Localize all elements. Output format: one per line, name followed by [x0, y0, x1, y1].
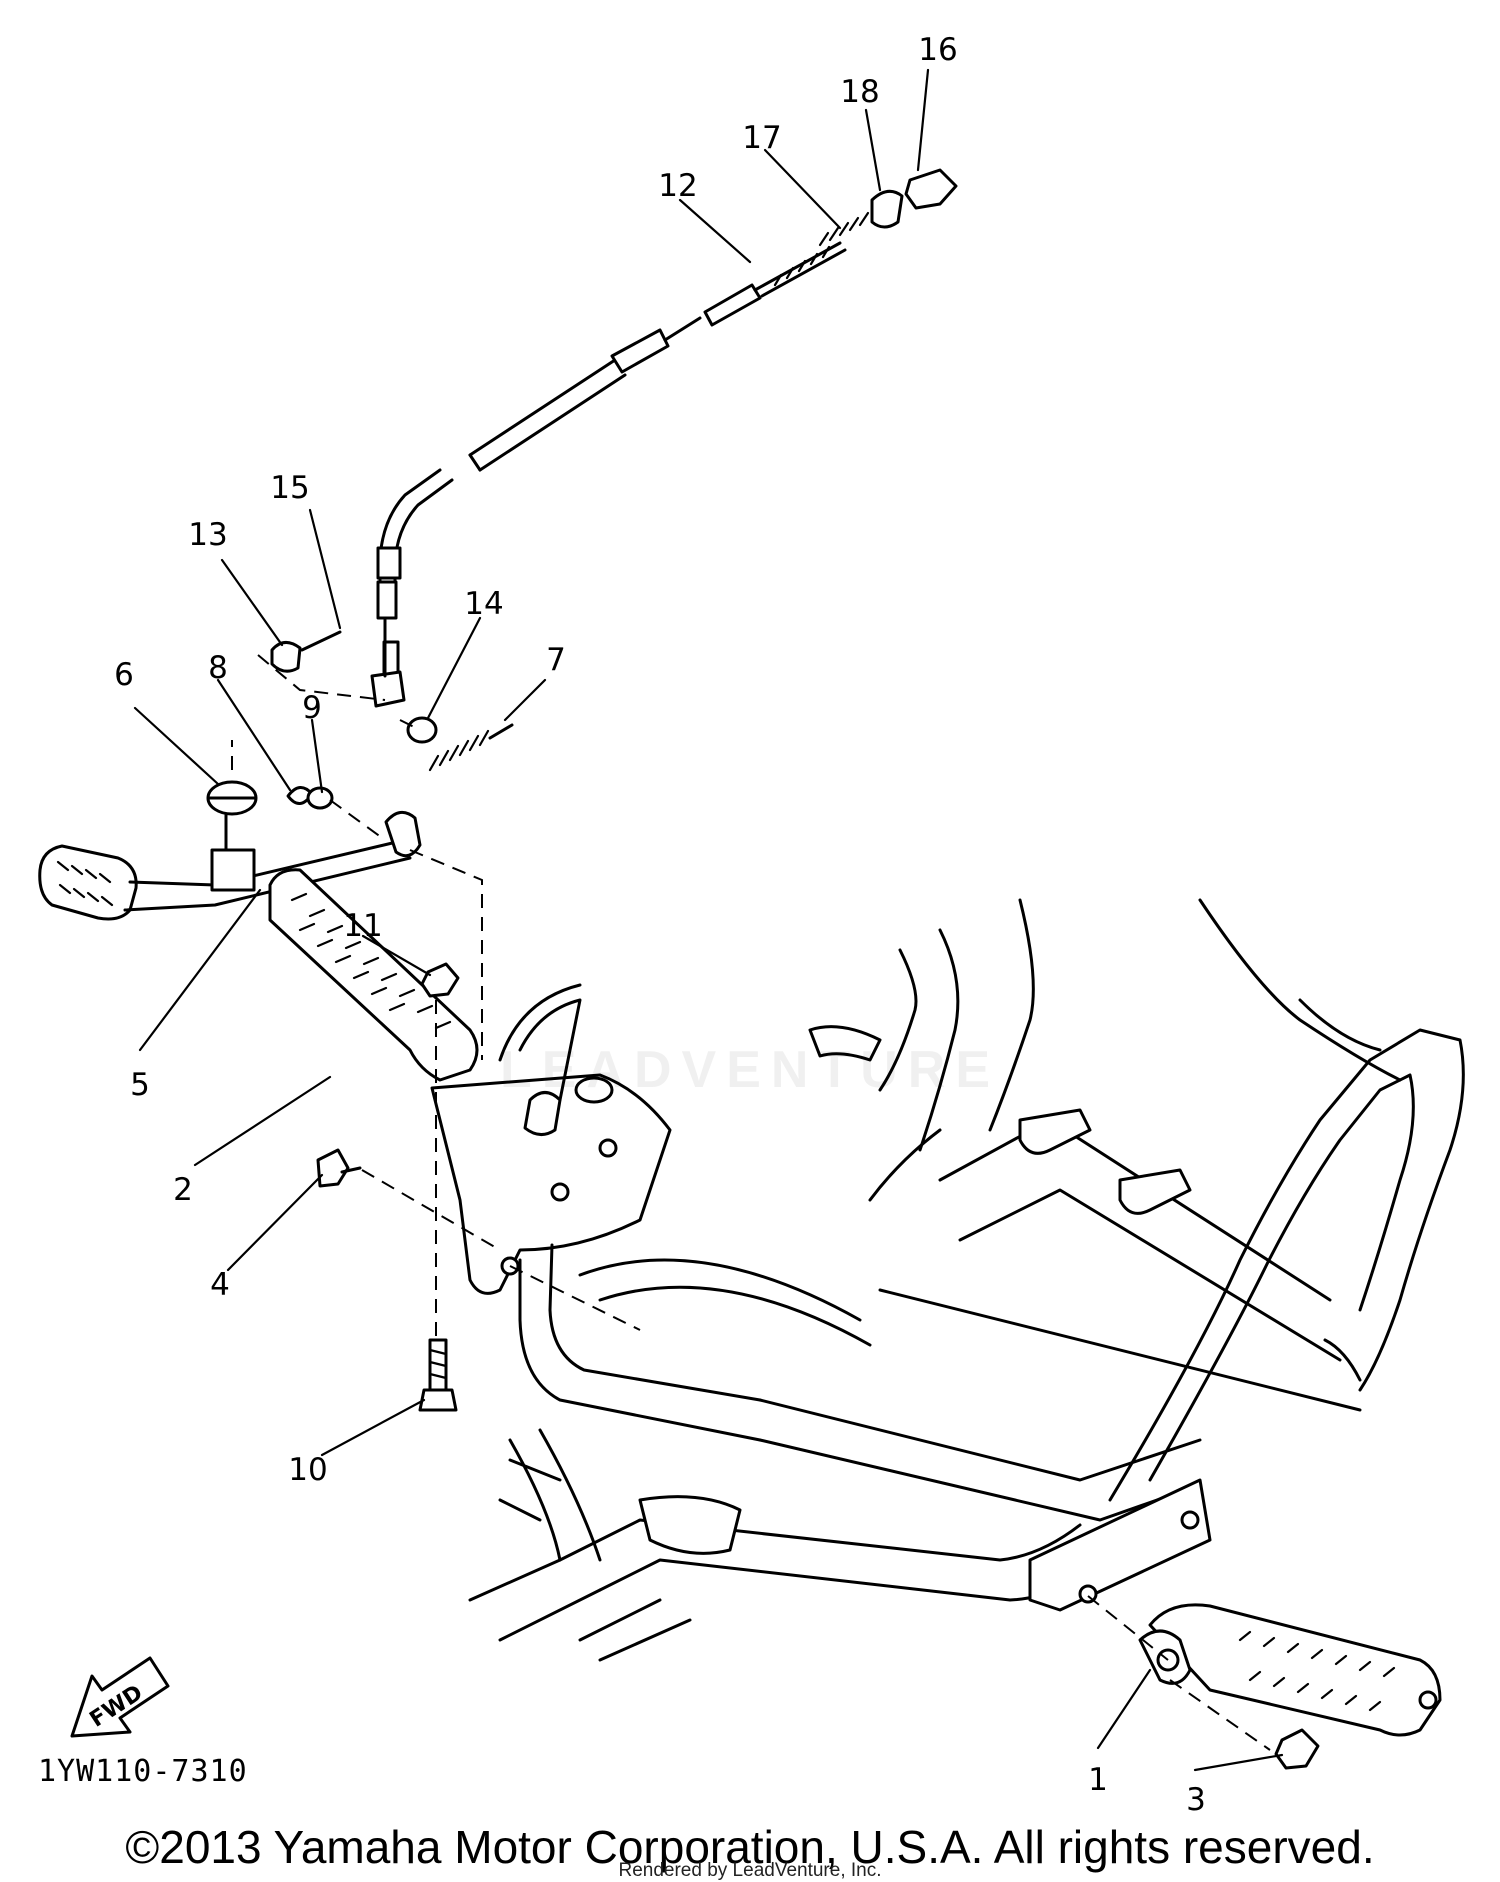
assembly-lines [231, 654, 1271, 1751]
diagram-code: 1YW110-7310 [38, 1754, 248, 1789]
callout-4: 4 [210, 1267, 230, 1303]
callout-7: 7 [546, 642, 566, 678]
callout-15: 15 [270, 470, 309, 506]
callout-13: 13 [188, 517, 227, 553]
footrest-1 [1138, 1603, 1442, 1737]
callout-11: 11 [343, 908, 382, 944]
brake-pedal [38, 798, 422, 921]
copyright-notice: ©2013 Yamaha Motor Corporation, U.S.A. A… [125, 1821, 1375, 1873]
callout-17: 17 [742, 120, 781, 156]
callout-3: 3 [1186, 1782, 1206, 1818]
frame [468, 898, 1465, 1662]
joint-13 [270, 641, 302, 673]
callout-2: 2 [173, 1172, 193, 1208]
watermark: LEADVENTURE [499, 1041, 1001, 1099]
callout-18: 18 [840, 74, 879, 110]
pin-15 [300, 630, 342, 652]
footrest-2 [268, 868, 672, 1295]
callout-8: 8 [208, 650, 228, 686]
callout-10: 10 [288, 1452, 327, 1488]
nut-11 [420, 962, 460, 998]
cable-clip-18 [870, 189, 904, 229]
bolt-4 [316, 1148, 362, 1188]
washer-9 [306, 786, 334, 810]
fwd-arrow: FWD [70, 1656, 170, 1738]
callout-9: 9 [302, 690, 322, 726]
bolt-3 [1274, 1728, 1320, 1770]
adjuster-nut-16 [904, 168, 958, 210]
callout-14: 14 [464, 586, 503, 622]
callout-6: 6 [114, 657, 134, 693]
callout-5: 5 [130, 1067, 150, 1103]
leader-lines [133, 68, 1284, 1772]
brake-cable [376, 211, 870, 676]
callout-16: 16 [918, 32, 957, 68]
callouts: 1 2 3 4 5 6 7 8 9 10 11 12 13 14 15 16 1… [114, 32, 1206, 1818]
rendered-by-notice: Rendered by LeadVenture, Inc. [618, 1860, 882, 1881]
joint-14 [406, 716, 438, 744]
spring-7 [428, 723, 514, 772]
callout-12: 12 [658, 168, 697, 204]
bolt-10 [418, 1338, 458, 1412]
callout-1: 1 [1088, 1762, 1108, 1798]
pedal-cap-6 [206, 780, 258, 816]
clevis [370, 618, 406, 708]
